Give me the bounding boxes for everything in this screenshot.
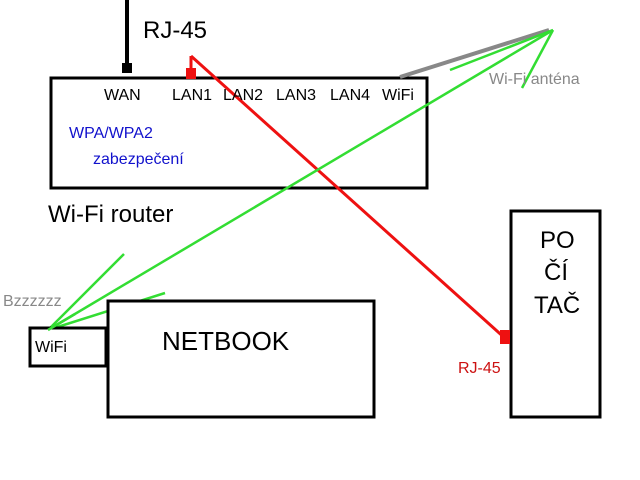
pc-label-line1: PO (540, 227, 575, 254)
router-box (49, 76, 429, 190)
wifi-antenna (399, 28, 550, 79)
rj45-cable (189, 54, 509, 342)
lan1-port-label: LAN1 (172, 87, 212, 104)
pc-label-line3: TAČ (534, 291, 580, 319)
pc-rj45-label: RJ-45 (458, 360, 501, 377)
wpa-label: WPA/WPA2 (69, 125, 153, 142)
lan3-port-label: LAN3 (276, 87, 316, 104)
wan-port-label: WAN (104, 87, 141, 104)
wifi-signal-arrow-top-b (520, 29, 555, 89)
wifi-signal-tip (47, 312, 76, 332)
pc-rj45-connector-top (500, 330, 510, 344)
netbook-label: NETBOOK (162, 326, 290, 356)
netbook-box (106, 299, 376, 419)
wifi-signal-arrow-bottom-a (47, 253, 125, 331)
lan4-port-label: LAN4 (330, 87, 370, 104)
wan-connector (122, 63, 132, 73)
router-label: Wi-Fi router (48, 201, 173, 228)
wifi-signal-main (47, 28, 554, 332)
lan2-port-label: LAN2 (223, 87, 263, 104)
security-label: zabezpečení (93, 151, 184, 168)
netbook-wifi-box (28, 326, 108, 368)
computer-box (509, 209, 602, 419)
lan1-connector (186, 68, 196, 79)
antenna-label: Wi-Fi anténa (489, 71, 580, 88)
buzz-label: Bzzzzzz (3, 293, 62, 310)
netbook-wifi-label: WiFi (35, 339, 67, 356)
wifi-signal-arrow-top-a (449, 28, 554, 72)
wifi-port-label: WiFi (382, 87, 414, 104)
pc-label-line2: ČÍ (544, 258, 568, 286)
rj45-top-label: RJ-45 (143, 17, 207, 44)
